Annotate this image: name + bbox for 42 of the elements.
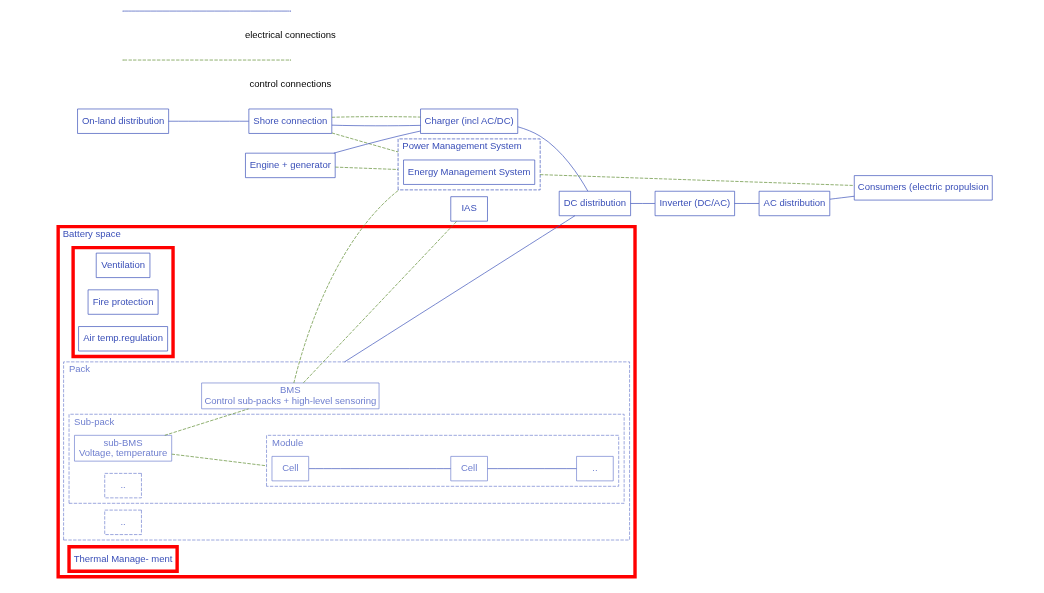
node-box: BMS Control sub-packs + high-level sensoring (200, 382, 379, 410)
connector (331, 124, 421, 127)
cluster (70, 245, 175, 359)
connector (308, 468, 451, 469)
connector (343, 215, 575, 363)
node-box: Cell (271, 456, 309, 482)
connector (486, 468, 577, 469)
node-box: Cell (449, 456, 488, 482)
node-box: .. (103, 509, 142, 535)
connector (517, 126, 588, 192)
node-box: DC distribution (558, 190, 631, 217)
connector (629, 203, 655, 204)
node-box: Thermal Manage- ment (66, 545, 179, 573)
connector (733, 203, 759, 204)
legend-label: control connections (248, 78, 331, 90)
connector (163, 408, 249, 436)
node-box: IAS (449, 196, 488, 222)
connector (293, 189, 399, 384)
connector (829, 195, 855, 200)
node-box: Air temp.regulation (77, 326, 168, 352)
node-box: AC distribution (758, 190, 830, 217)
connector (333, 130, 421, 154)
connector (302, 220, 457, 384)
node-box: Fire protection (87, 289, 158, 315)
node-box: .. (103, 473, 142, 499)
node-box: Consumers (electric propulsion (853, 175, 993, 201)
connector (334, 166, 398, 170)
node-box: Engine + generator (244, 152, 336, 178)
connector (167, 120, 249, 122)
connector (331, 132, 398, 153)
node-box: .. (575, 456, 614, 482)
node-box: Energy Management System (402, 159, 535, 185)
connector (539, 174, 855, 186)
node-box: Charger (incl AC/DC) (419, 108, 518, 134)
legend-label: electrical connections (244, 29, 336, 41)
connector (170, 453, 267, 467)
node-box: On-land distribution (76, 108, 169, 134)
connector (331, 116, 421, 118)
node-box: sub-BMS Voltage, temperature (73, 434, 172, 462)
node-box: Ventilation (95, 252, 150, 278)
node-box: Shore connection (248, 108, 332, 134)
node-box: Inverter (DC/AC) (654, 190, 735, 217)
